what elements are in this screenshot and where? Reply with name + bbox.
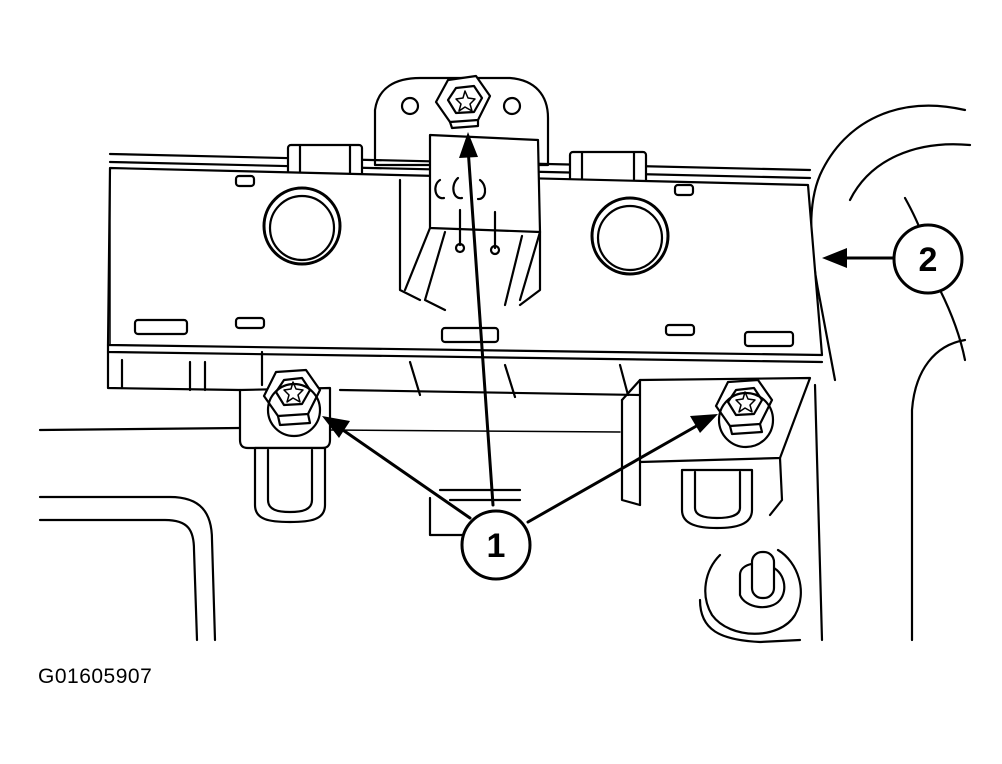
callout-1-label: 1 — [487, 527, 506, 565]
screw-right — [714, 378, 775, 449]
figure-id: G01605907 — [38, 665, 153, 688]
callout-2-leaders — [822, 248, 895, 268]
switch-assembly — [106, 166, 824, 364]
callout-2: 2 — [892, 223, 964, 295]
callout-2-label: 2 — [919, 241, 938, 279]
callout-1-leaders — [322, 132, 718, 524]
screw-left — [262, 368, 322, 438]
bezel-outline — [810, 104, 972, 642]
locating-post — [698, 548, 802, 644]
lower-frame — [106, 350, 642, 537]
callout-1: 1 — [460, 509, 532, 581]
dash-panel-outline — [38, 426, 621, 642]
electrical-connector — [398, 133, 542, 312]
screw-top — [434, 74, 492, 130]
